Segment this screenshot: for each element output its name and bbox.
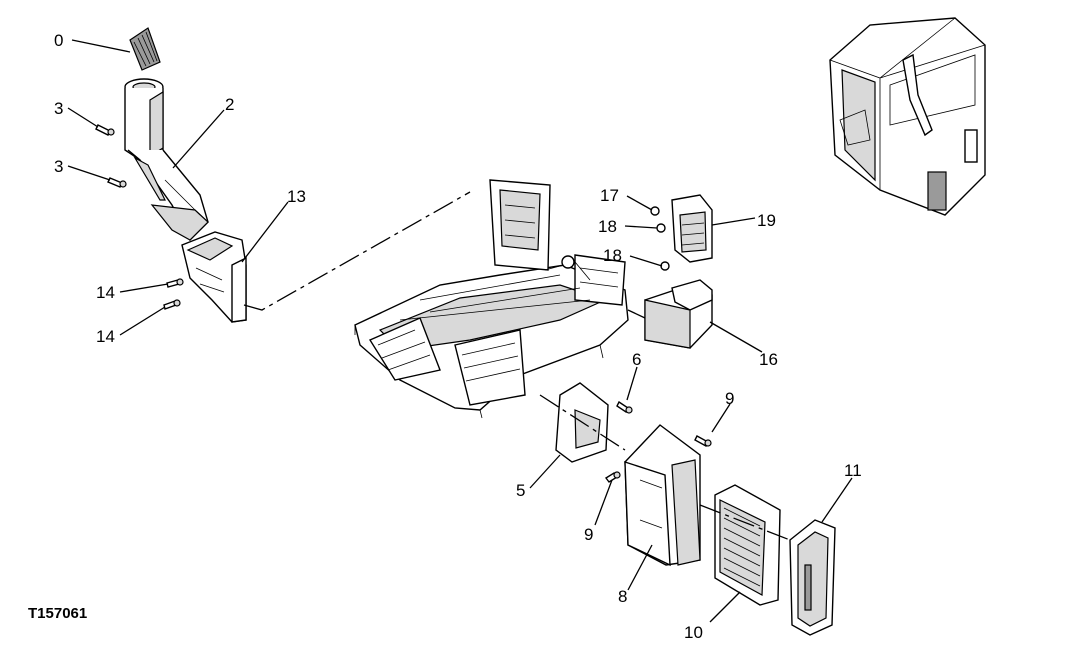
callout-19: 19 (757, 211, 776, 230)
callout-5: 5 (516, 481, 525, 500)
screw-3b (107, 177, 127, 188)
callout-16: 16 (759, 350, 778, 369)
air-box-part (644, 279, 713, 349)
screw-6 (616, 400, 633, 414)
screw-17 (650, 206, 660, 216)
figure-id: T157061 (28, 605, 87, 622)
duct-bracket-part (671, 194, 713, 263)
screw-3a (95, 124, 115, 136)
screw-9b (604, 471, 621, 483)
callout-10: 10 (684, 623, 703, 642)
alignment-line-filter (539, 394, 791, 541)
callout-18a: 18 (598, 217, 617, 236)
cab-locator-view (829, 17, 986, 216)
vent-louver-part (129, 27, 161, 71)
callout-3b: 3 (54, 157, 63, 176)
callout-0: 0 (54, 31, 63, 50)
screw-14b (163, 299, 181, 310)
callout-9a: 9 (725, 389, 734, 408)
screw-18a (656, 223, 666, 233)
callout-14a: 14 (96, 283, 115, 302)
alignment-line-airbox (627, 309, 646, 319)
callout-6: 6 (632, 350, 641, 369)
lower-duct-part (181, 231, 247, 323)
filter-cover-part (789, 519, 836, 636)
callout-18b: 18 (603, 246, 622, 265)
callout-3a: 3 (54, 99, 63, 118)
screw-14a (166, 278, 184, 288)
hvac-unit-assembly (354, 179, 629, 419)
filter-housing-part (624, 424, 701, 567)
callout-11: 11 (844, 461, 862, 480)
upper-duct-part (124, 78, 209, 242)
callout-9b: 9 (584, 525, 593, 544)
filter-element-part (714, 484, 781, 606)
callout-2: 2 (225, 95, 234, 114)
connection-line-13 (243, 191, 471, 311)
screw-18b (660, 261, 670, 271)
callout-13: 13 (287, 187, 306, 206)
callout-8: 8 (618, 587, 627, 606)
screw-9a (694, 435, 712, 447)
leader-lines (67, 39, 853, 623)
callout-17: 17 (600, 186, 619, 205)
callout-14b: 14 (96, 327, 115, 346)
